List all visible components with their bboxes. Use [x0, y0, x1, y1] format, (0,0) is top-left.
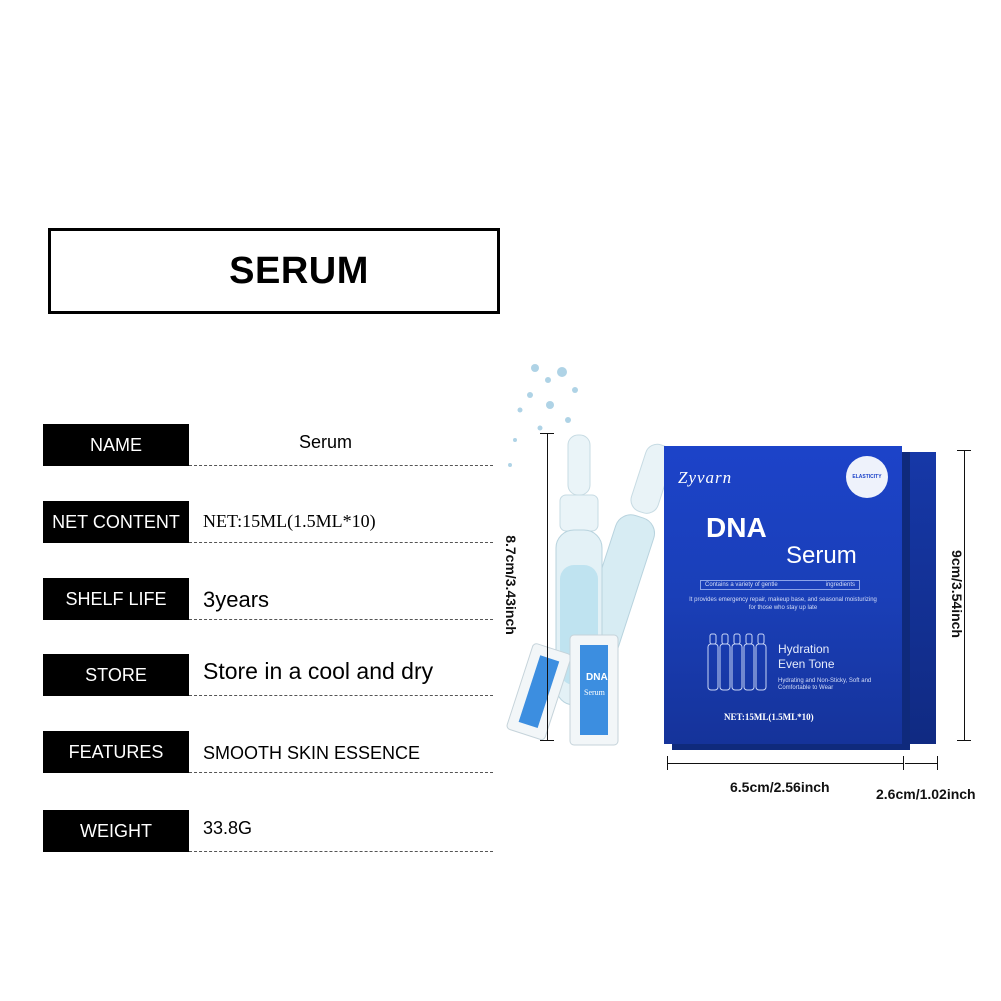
- spec-value: 33.8G: [203, 818, 253, 838]
- box-width-label: 6.5cm/2.56inch: [730, 779, 830, 795]
- spec-row-name: NAME Serum: [43, 424, 493, 468]
- dashed-divider: [189, 772, 493, 773]
- sachet-label-dna: DNA: [586, 672, 608, 683]
- sachet-left: [506, 643, 572, 741]
- spec-value: NET:15ML(1.5ML*10): [203, 511, 376, 531]
- sachet-right: DNA Serum: [569, 634, 619, 746]
- spec-row-net-content: NET CONTENT NET:15ML(1.5ML*10): [43, 501, 493, 545]
- spec-value: Serum: [299, 432, 353, 452]
- spec-label: FEATURES: [43, 731, 189, 773]
- spec-row-shelf-life: SHELF LIFE 3years: [43, 578, 493, 622]
- brand-name: Zyvarn: [678, 468, 733, 487]
- title-box: SERUM: [48, 228, 500, 314]
- ampoule-height-label: 8.7cm/3.43inch: [502, 535, 519, 635]
- box-width-line: [667, 763, 903, 764]
- elasticity-badge-icon: ELASTICITY: [846, 456, 888, 498]
- box-side: [902, 452, 936, 744]
- dashed-divider: [189, 619, 493, 620]
- dimension-tick: [540, 740, 554, 741]
- serum-box: Zyvarn ELASTICITY DNA Serum Contains a v…: [664, 446, 902, 744]
- page-title: SERUM: [229, 249, 369, 292]
- dimension-tick: [937, 756, 938, 770]
- dashed-divider: [189, 695, 493, 696]
- spec-label: NET CONTENT: [43, 501, 189, 543]
- spec-label: NAME: [43, 424, 189, 466]
- ampoules-outline-icon: [707, 633, 767, 691]
- benefit-even-tone: Even Tone: [778, 657, 835, 671]
- spec-value: 3years: [203, 587, 270, 612]
- dimension-tick: [540, 433, 554, 434]
- sachet-label-serum: Serum: [584, 688, 606, 697]
- box-depth-label: 2.6cm/1.02inch: [876, 786, 976, 802]
- spec-value: SMOOTH SKIN ESSENCE: [203, 743, 421, 763]
- box-net-content: NET:15ML(1.5ML*10): [724, 712, 814, 722]
- product-title-dna: DNA: [706, 512, 767, 543]
- box-height-label: 9cm/3.54inch: [948, 550, 965, 638]
- ampoule-height-line: [547, 433, 548, 740]
- spec-row-store: STORE Store in a cool and dry: [43, 654, 493, 698]
- dashed-divider: [189, 851, 493, 852]
- benefit-hydration: Hydration: [778, 642, 830, 656]
- dimension-tick: [903, 756, 904, 770]
- dimension-tick: [957, 740, 971, 741]
- spec-label: SHELF LIFE: [43, 578, 189, 620]
- water-splash-icon: [508, 364, 578, 467]
- product-title-serum: Serum: [786, 542, 857, 569]
- spec-row-weight: WEIGHT 33.8G: [43, 810, 493, 854]
- benefit-small-text: Hydrating and Non-Sticky, Soft and Comfo…: [778, 678, 872, 691]
- dimension-tick: [667, 756, 668, 770]
- spec-label: STORE: [43, 654, 189, 696]
- dimension-tick: [957, 450, 971, 451]
- spec-label: WEIGHT: [43, 810, 189, 852]
- spec-row-features: FEATURES SMOOTH SKIN ESSENCE: [43, 731, 493, 775]
- spec-value: Store in a cool and dry: [203, 658, 434, 684]
- product-description: It provides emergency repair, makeup bas…: [689, 597, 877, 611]
- ampoule-illustration: DNA Serum: [506, 364, 670, 746]
- box-depth-line: [905, 763, 937, 764]
- box-height-line: [964, 450, 965, 740]
- dashed-divider: [189, 542, 493, 543]
- dashed-divider: [189, 465, 493, 466]
